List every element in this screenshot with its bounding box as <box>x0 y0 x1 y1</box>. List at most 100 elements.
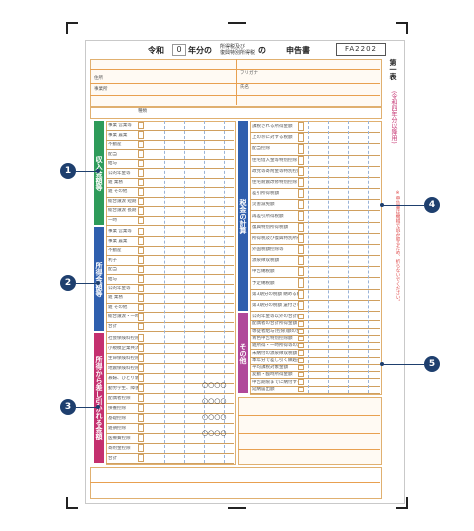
other-row[interactable] <box>250 328 380 336</box>
other-row-number-box <box>298 357 304 363</box>
deduction-row-number-box <box>138 434 144 442</box>
shotoku-row[interactable] <box>106 246 234 257</box>
crop-mark-bottom-right-v <box>406 497 408 509</box>
shotoku-row[interactable] <box>106 255 234 266</box>
tax-row[interactable] <box>250 255 380 268</box>
income-row[interactable] <box>106 216 234 226</box>
other-row[interactable] <box>250 371 380 380</box>
income-row[interactable] <box>106 187 234 198</box>
tax-row[interactable] <box>250 143 380 156</box>
other-row-label: 青色申告特別控除額 <box>252 335 293 341</box>
other-row-label: 変動・臨時所得金額 <box>252 372 293 378</box>
income-row-label: 総合譲渡 長期 <box>108 208 137 214</box>
deduction-row-label: 基礎控除 <box>108 415 126 421</box>
tax-row[interactable] <box>250 199 380 212</box>
header-vdivider <box>236 59 237 105</box>
other-row[interactable] <box>250 335 380 344</box>
deduction-row-number-box <box>138 454 144 462</box>
shotoku-row[interactable] <box>106 303 234 314</box>
income-row[interactable] <box>106 130 234 141</box>
callout-2-line <box>76 283 98 284</box>
deduction-row[interactable] <box>106 333 234 344</box>
other-row-label: 専従者給与(控除)額の合計額 <box>252 328 298 334</box>
tax-row[interactable] <box>250 300 380 312</box>
year-box[interactable]: 0 <box>172 44 186 56</box>
other-row-label: 配偶者の合計所得金額 <box>252 321 297 327</box>
tax-row[interactable] <box>250 233 380 245</box>
deduction-row-label: 医療費控除 <box>108 435 131 441</box>
shotoku-row[interactable] <box>106 265 234 276</box>
callout-3: 3 <box>60 399 76 415</box>
crop-mark-top-right-h <box>396 22 408 24</box>
deduction-row[interactable] <box>106 393 234 404</box>
year-value: 0 <box>176 45 182 54</box>
form-code: FA2202 <box>345 45 377 53</box>
left-digit-sep-4 <box>224 121 225 463</box>
tax-row[interactable] <box>250 177 380 190</box>
deduction-row[interactable] <box>106 403 234 414</box>
tax-row[interactable] <box>250 132 380 145</box>
deduction-row-number-box <box>138 344 144 352</box>
tax-row[interactable] <box>250 166 380 178</box>
shotoku-row[interactable] <box>106 227 234 238</box>
deduction-row[interactable] <box>106 353 234 364</box>
deduction-row-label: 扶養控除 <box>108 405 126 411</box>
shotoku-row[interactable] <box>106 284 234 295</box>
tax-row[interactable] <box>250 266 380 279</box>
tax-row[interactable] <box>250 277 380 290</box>
other-row-number-box <box>298 314 304 320</box>
deduction-row[interactable] <box>106 433 234 444</box>
tax-row[interactable] <box>250 155 380 167</box>
tax-type-line2: 復興特別所得税 <box>220 50 256 56</box>
left-digit-sep-2 <box>184 121 185 463</box>
deduction-row-number-box <box>138 414 144 422</box>
tax-row[interactable] <box>250 289 380 301</box>
shotoku-row-label: 配当 <box>108 267 117 273</box>
income-row[interactable] <box>106 178 234 189</box>
tax-row-number-box <box>298 244 304 255</box>
tax-row-number-box <box>298 278 304 288</box>
tax-row[interactable] <box>250 188 380 201</box>
deduction-row[interactable] <box>106 443 234 454</box>
tax-row[interactable] <box>250 222 380 234</box>
other-row[interactable] <box>250 357 380 365</box>
shotoku-row[interactable] <box>106 274 234 285</box>
shotoku-row[interactable] <box>106 312 234 323</box>
tax-row-number-box <box>298 267 304 277</box>
deduction-row[interactable] <box>106 373 234 384</box>
other-row[interactable] <box>250 342 380 351</box>
income-row[interactable] <box>106 168 234 179</box>
income-row-number-box <box>138 169 144 177</box>
income-row[interactable] <box>106 149 234 160</box>
deduction-row[interactable] <box>106 383 234 394</box>
income-row[interactable] <box>106 159 234 170</box>
deduction-row[interactable] <box>106 453 234 464</box>
income-row[interactable] <box>106 140 234 151</box>
other-row[interactable] <box>250 364 380 373</box>
other-row[interactable] <box>250 349 380 358</box>
income-row[interactable] <box>106 197 234 208</box>
income-row[interactable] <box>106 121 234 132</box>
deduction-row-label: 合計 <box>108 455 117 461</box>
other-row-number-box <box>298 321 304 327</box>
tax-row[interactable] <box>250 210 380 223</box>
left-digit-sep-1 <box>164 121 165 463</box>
deduction-row[interactable] <box>106 413 234 424</box>
other-row[interactable] <box>250 386 380 394</box>
shotoku-row[interactable] <box>106 322 234 332</box>
other-row[interactable] <box>250 313 380 322</box>
tax-row[interactable] <box>250 244 380 257</box>
deduction-row-number-box <box>138 404 144 412</box>
income-row[interactable] <box>106 206 234 217</box>
tax-row-number-box <box>298 166 304 176</box>
deduction-row[interactable] <box>106 423 234 434</box>
callout-1-dot <box>96 169 100 173</box>
other-row[interactable] <box>250 378 380 387</box>
shotoku-row[interactable] <box>106 236 234 247</box>
shotoku-row[interactable] <box>106 293 234 304</box>
tax-row-number-box <box>298 144 304 154</box>
deduction-row[interactable] <box>106 343 234 354</box>
deduction-row[interactable] <box>106 363 234 374</box>
tax-row[interactable] <box>250 121 380 134</box>
other-row[interactable] <box>250 320 380 329</box>
